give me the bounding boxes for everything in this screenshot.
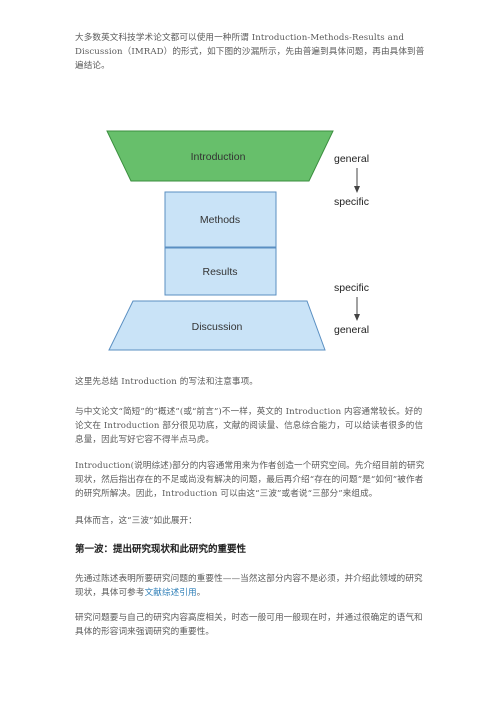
wave-one-text: 先通过陈述表明所要研究问题的重要性——当然这部分内容不是必须，并介绍此领域的研究… xyxy=(75,574,423,598)
discussion-shape xyxy=(108,300,326,351)
top-specific-label: specific xyxy=(334,196,369,208)
bottom-arrow-head xyxy=(354,314,360,321)
discussion-label: Discussion xyxy=(192,321,243,333)
comparison-paragraph: 与中文论文“简短”的“概述”(或“前言”)不一样，英文的 Introductio… xyxy=(75,407,424,445)
introduction-shape xyxy=(106,130,334,182)
summary-paragraph: 这里先总结 Introduction 的写法和注意事项。 xyxy=(75,377,259,387)
results-label: Results xyxy=(202,266,237,278)
bottom-specific-label: specific xyxy=(334,282,369,294)
section-heading-wave-one: 第一波：提出研究现状和此研究的重要性 xyxy=(75,544,247,555)
three-waves-paragraph: 具体而言，这“三波”如此展开： xyxy=(75,516,198,526)
wave-one-text-end: 。 xyxy=(196,588,206,598)
wave-one-paragraph: 先通过陈述表明所要研究问题的重要性——当然这部分内容不是必须，并介绍此领域的研究… xyxy=(75,572,425,600)
methods-label: Methods xyxy=(200,214,240,226)
bottom-general-label: general xyxy=(334,324,369,336)
literature-review-link[interactable]: 文献综述引用 xyxy=(144,588,197,598)
top-general-label: general xyxy=(334,153,369,165)
top-arrow-head xyxy=(354,186,360,193)
results-box xyxy=(164,247,277,296)
methods-box xyxy=(164,191,277,248)
research-question-paragraph: 研究问题要与自己的研究内容高度相关，时态一般可用一般现在时，并通过很确定的语气和… xyxy=(75,613,423,637)
intro-paragraph: 大多数英文科技学术论文都可以使用一种所谓 Introduction-Method… xyxy=(75,33,425,71)
introduction-label: Introduction xyxy=(191,151,246,163)
structure-paragraph: Introduction(说明综述)部分的内容通常用来为作者创造一个研究空间。先… xyxy=(75,461,425,499)
